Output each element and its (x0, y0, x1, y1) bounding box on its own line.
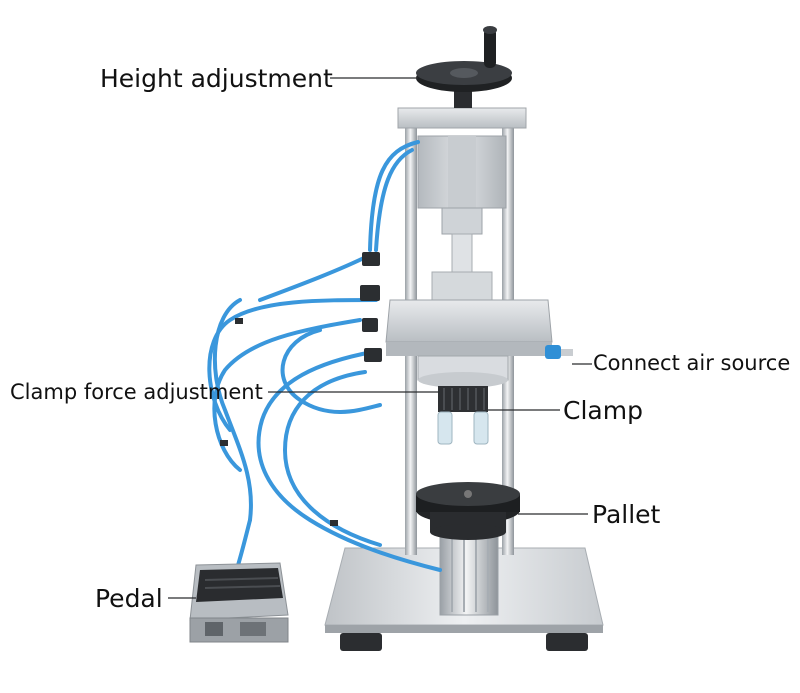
air-cylinder (417, 135, 507, 303)
foot-pedal (189, 562, 289, 643)
pallet (416, 482, 520, 540)
label-clamp: Clamp (563, 396, 643, 425)
label-pedal: Pedal (95, 584, 163, 613)
lower-support (439, 534, 499, 616)
label-connect-air-source: Connect air source (593, 351, 791, 375)
hand-wheel (416, 26, 512, 108)
label-height-adjustment: Height adjustment (100, 64, 333, 93)
middle-plate (385, 299, 573, 359)
label-pallet: Pallet (592, 500, 661, 529)
tube-fittings (220, 252, 382, 526)
label-clamp-force-adjustment: Clamp force adjustment (10, 380, 263, 404)
leader-lines (168, 77, 592, 599)
top-plate (397, 107, 527, 129)
clamp-head (417, 355, 509, 445)
